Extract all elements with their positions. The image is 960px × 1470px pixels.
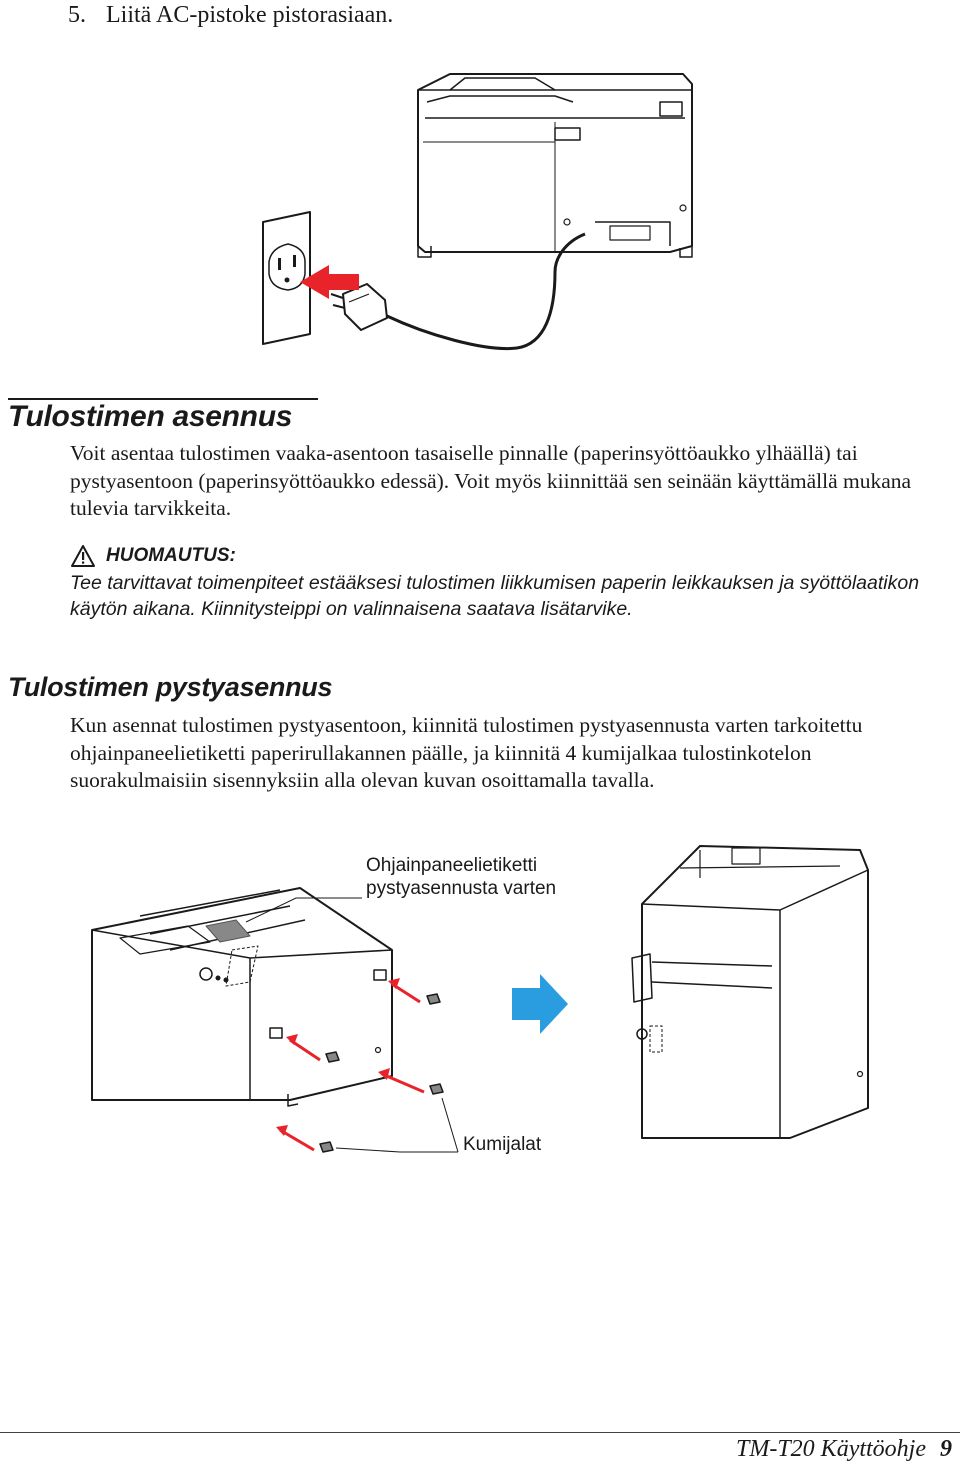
note-heading: HUOMAUTUS: [70,542,236,570]
label-callout: Ohjainpaneelietiketti pystyasennusta var… [366,855,557,899]
footer-rule [0,1432,960,1433]
footer-title: TM-T20 Käyttöohje [736,1436,926,1462]
step-5: 5. Liitä AC-pistoke pistorasiaan. [68,2,393,29]
vertical-paragraph: Kun asennat tulostimen pystyasentoon, ki… [70,713,863,792]
note-text: Tee tarvittavat toimenpiteet estääksesi … [70,572,920,620]
page-footer: TM-T20 Käyttöohje 9 [736,1436,952,1463]
page-number: 9 [940,1436,952,1462]
warning-icon [71,545,95,567]
note-heading-text: HUOMAUTUS: [106,545,236,566]
section-title: Tulostimen asennus [8,400,293,433]
power-plug-illustration [262,73,693,351]
vertical-install-illustration [91,845,869,1153]
feet-callout: Kumijalat [463,1134,542,1155]
step-text: Liitä AC-pistoke pistorasiaan. [106,2,394,28]
section-rule [8,398,318,400]
insert-arrow-icon [300,265,359,299]
intro-paragraph: Voit asentaa tulostimen vaaka-asentoon t… [70,441,912,520]
arrow-right-icon [512,974,568,1034]
step-number: 5. [68,2,86,28]
subsection-title: Tulostimen pystyasennus [8,672,333,702]
